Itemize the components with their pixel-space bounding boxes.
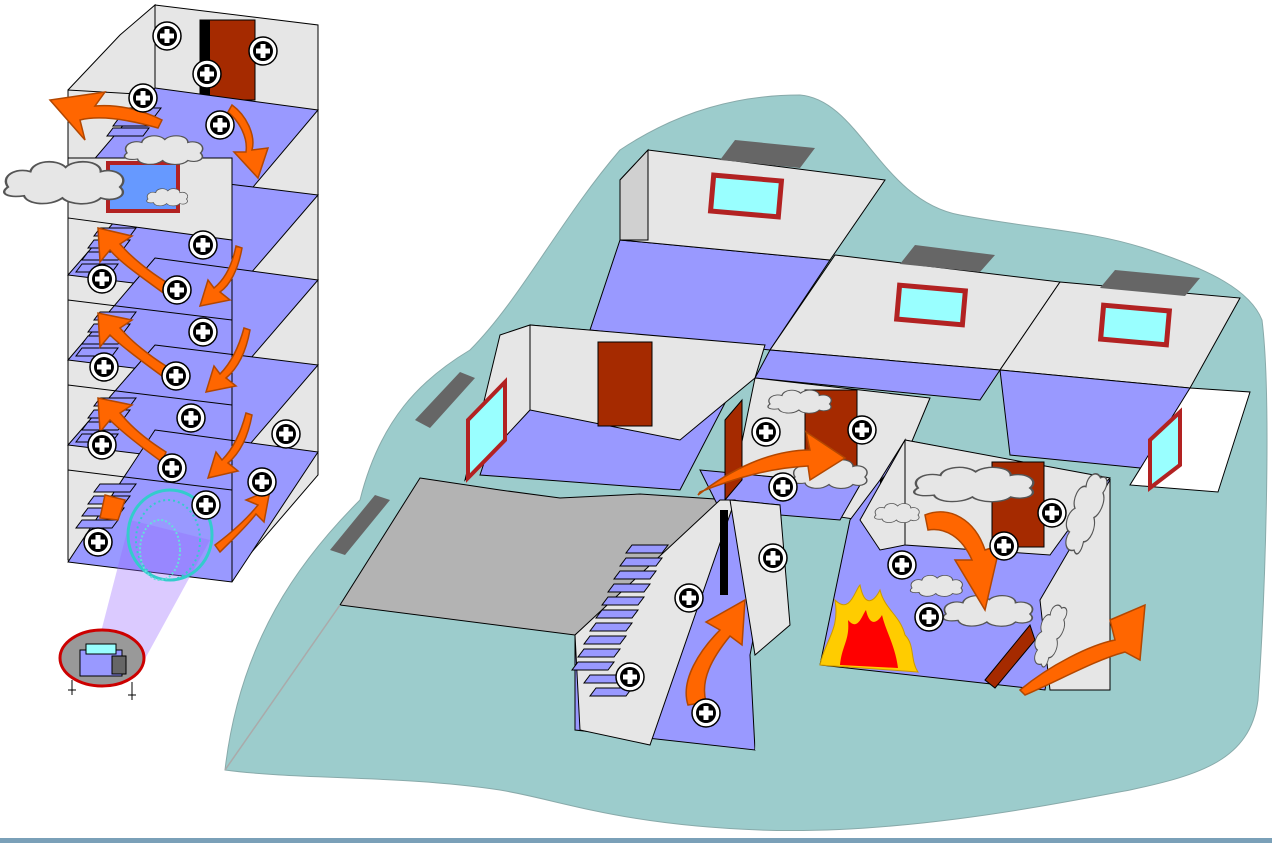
window [897,285,966,325]
window [711,175,782,217]
cross-in-circle-icon [84,528,112,556]
cross-in-circle-icon [848,416,876,444]
cross-in-circle-icon [915,603,943,631]
window [1101,305,1170,345]
cross-in-circle-icon [90,353,118,381]
cross-in-circle-icon [192,491,220,519]
cross-in-circle-icon [769,473,797,501]
cross-in-circle-icon [990,532,1018,560]
cross-in-circle-icon [272,420,300,448]
cross-in-circle-icon [752,418,780,446]
cross-in-circle-icon [88,431,116,459]
cross-in-circle-icon [189,231,217,259]
cross-in-circle-icon [162,362,190,390]
cross-in-circle-icon [888,551,916,579]
cross-in-circle-icon [153,22,181,50]
cross-in-circle-icon [177,404,205,432]
cross-in-circle-icon [616,663,644,691]
cross-in-circle-icon [206,111,234,139]
cross-in-circle-icon [158,454,186,482]
camera-icon [60,630,144,700]
cross-in-circle-icon [193,60,221,88]
cross-in-circle-icon [163,276,191,304]
cross-in-circle-icon [249,37,277,65]
cross-in-circle-icon [88,265,116,293]
cross-in-circle-icon [675,584,703,612]
cross-in-circle-icon [692,699,720,727]
cross-in-circle-icon [759,544,787,572]
cross-in-circle-icon [129,84,157,112]
cross-in-circle-icon [1038,499,1066,527]
door [598,342,652,426]
bottom-rule [0,838,1272,843]
cross-in-circle-icon [189,318,217,346]
cross-in-circle-icon [248,468,276,496]
